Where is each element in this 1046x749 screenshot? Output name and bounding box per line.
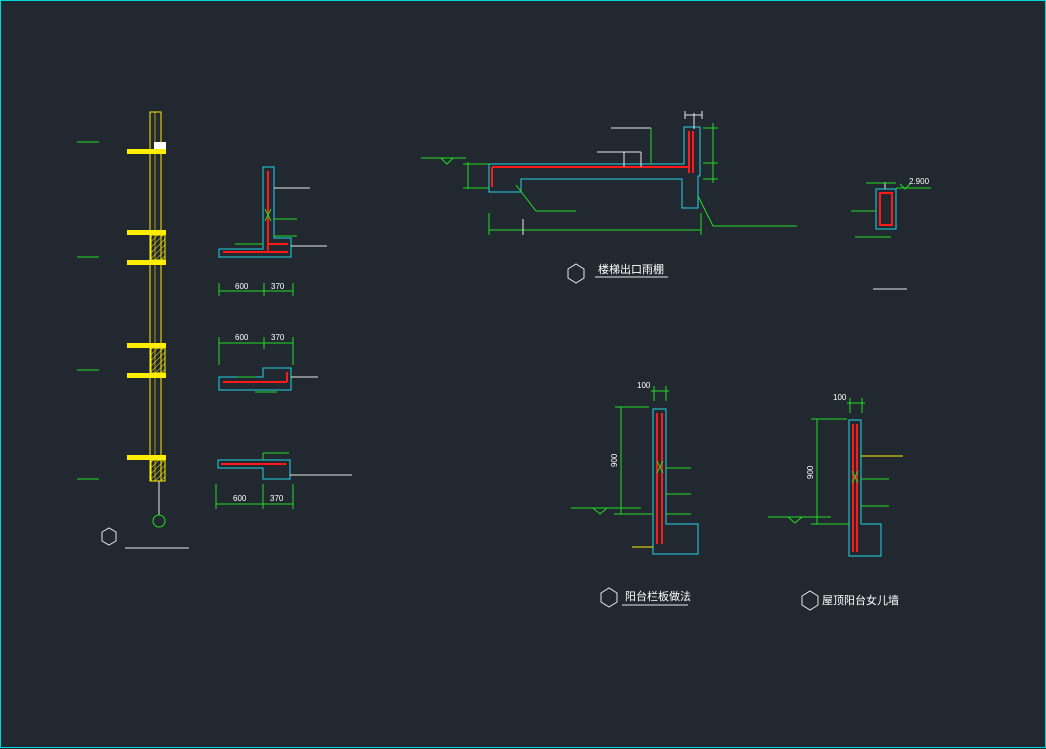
detail-slab-beam: 600 370 bbox=[215, 452, 352, 509]
hatched-beam bbox=[150, 459, 166, 482]
detail-slab-step: 600 370 bbox=[218, 333, 318, 393]
detail-marker-icon bbox=[101, 527, 117, 546]
dim-100: 100 bbox=[637, 381, 651, 390]
dim-600: 600 bbox=[233, 494, 247, 503]
detail-roof-parapet: 100 900 屋顶阳台女儿墙 bbox=[768, 393, 903, 611]
detail-marker-icon bbox=[801, 590, 819, 611]
dim-370: 370 bbox=[270, 494, 284, 503]
detail-beam-elevation: 2.900 bbox=[851, 177, 931, 290]
elevation-2900: 2.900 bbox=[909, 177, 930, 186]
dim-900: 900 bbox=[806, 465, 815, 479]
floor-slab bbox=[127, 260, 166, 265]
title-balcony-railing: 阳台栏板做法 bbox=[625, 589, 691, 603]
dim-100: 100 bbox=[833, 393, 847, 402]
detail-balcony-railing: 100 900 阳台栏板做法 bbox=[571, 381, 699, 608]
detail-wall-slab: 600 370 bbox=[218, 166, 327, 296]
dim-600: 600 bbox=[235, 333, 249, 342]
dim-600: 600 bbox=[235, 282, 249, 291]
axis-bubble bbox=[152, 514, 166, 528]
dim-900: 900 bbox=[610, 453, 619, 467]
dim-370: 370 bbox=[271, 282, 285, 291]
floor-slab bbox=[127, 149, 166, 154]
floor-slab bbox=[127, 230, 166, 235]
wall-column bbox=[149, 111, 162, 482]
detail-marker-icon bbox=[600, 587, 618, 608]
title-roof-parapet: 屋顶阳台女儿墙 bbox=[822, 593, 899, 607]
title-stair-canopy: 楼梯出口雨棚 bbox=[598, 262, 664, 276]
detail-marker-icon bbox=[567, 263, 585, 284]
hatched-beam bbox=[150, 234, 166, 261]
floor-slab bbox=[127, 343, 166, 348]
detail-stair-canopy: 楼梯出口雨棚 bbox=[421, 111, 797, 284]
floor-slab bbox=[127, 455, 166, 460]
floor-slab bbox=[127, 373, 166, 378]
top-block bbox=[154, 142, 166, 152]
hatched-beam bbox=[150, 347, 166, 374]
building-section bbox=[77, 111, 189, 549]
dim-370: 370 bbox=[271, 333, 285, 342]
